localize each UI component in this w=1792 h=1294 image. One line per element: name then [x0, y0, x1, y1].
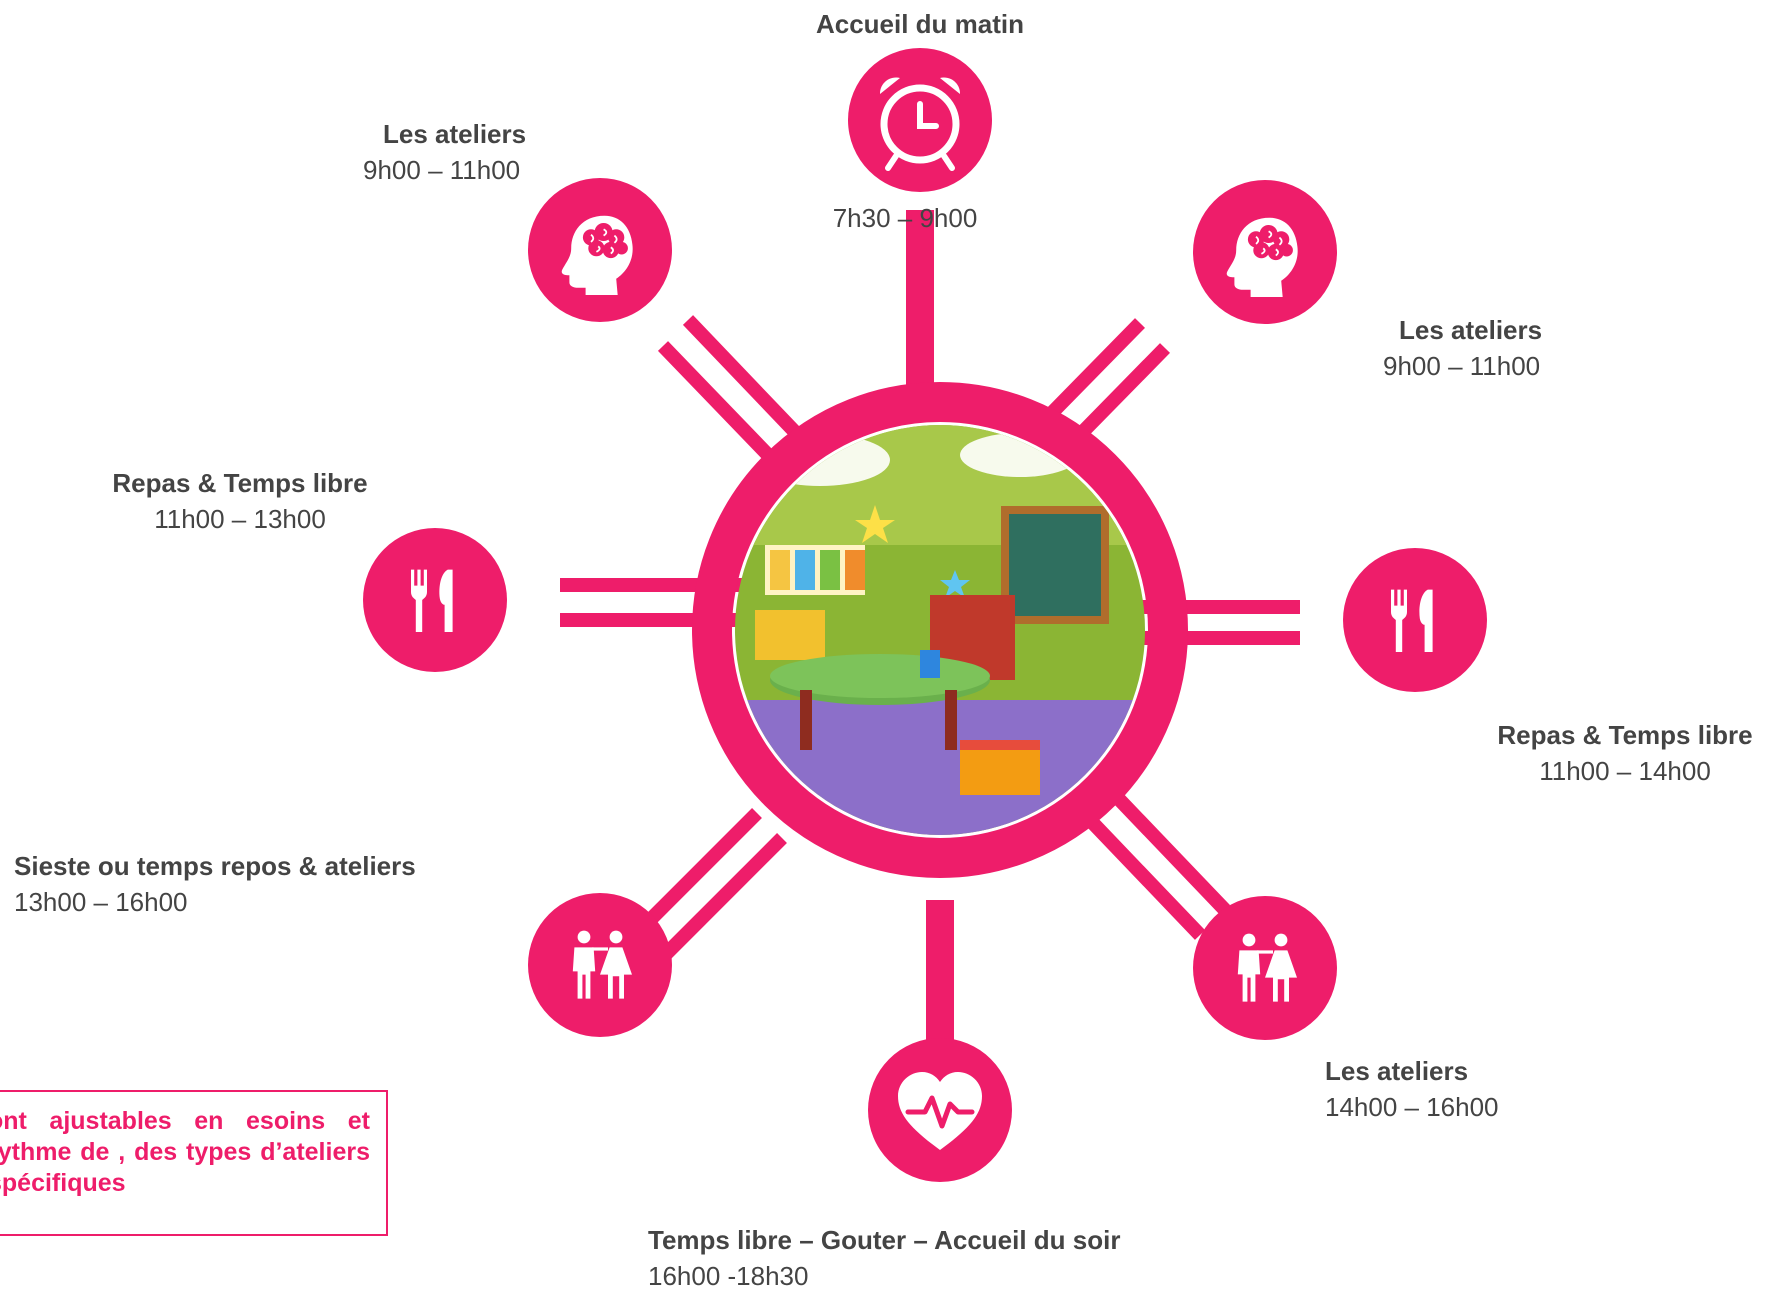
- label-ateliers-right: Les ateliers 9h00 – 11h00: [1383, 312, 1613, 384]
- label-repas-right: Repas & Temps libre 11h00 – 14h00: [1465, 717, 1785, 789]
- node-title: Les ateliers: [1399, 315, 1543, 345]
- label-temps-libre: Temps libre – Gouter – Accueil du soir 1…: [648, 1222, 1248, 1294]
- node-temps-libre: [868, 1038, 1012, 1182]
- label-accueil-matin: Accueil du matin: [770, 6, 1070, 42]
- time-accueil-matin: 7h30 – 9h00: [800, 200, 1010, 236]
- node-sieste: [528, 893, 672, 1037]
- label-sieste: Sieste ou temps repos & ateliers 13h00 –…: [14, 848, 534, 920]
- node-time: 9h00 – 11h00: [1383, 351, 1541, 381]
- node-ateliers-left: [528, 178, 672, 322]
- node-repas-right: [1343, 548, 1487, 692]
- node-title: Sieste ou temps repos & ateliers: [14, 851, 416, 881]
- alarm-clock-icon: [879, 77, 961, 171]
- node-title: Les ateliers: [1325, 1056, 1469, 1086]
- node-title: Les ateliers: [383, 119, 527, 149]
- node-title: Repas & Temps libre: [112, 468, 368, 498]
- node-title: Accueil du matin: [815, 9, 1025, 39]
- label-ateliers-left: Les ateliers 9h00 – 11h00: [363, 116, 593, 188]
- node-accueil-matin: [848, 48, 992, 192]
- node-time: 11h00 – 14h00: [1539, 756, 1711, 786]
- node-time: 14h00 – 16h00: [1325, 1092, 1499, 1122]
- node-ateliers-bottom: [1193, 896, 1337, 1040]
- node-ateliers-right: [1193, 180, 1337, 324]
- node-time: 13h00 – 16h00: [14, 887, 188, 917]
- node-repas-left: [363, 528, 507, 672]
- note-box: ont ajustables en esoins et rythme de , …: [0, 1090, 388, 1236]
- node-time: 9h00 – 11h00: [363, 155, 521, 185]
- center-image: [692, 382, 1188, 878]
- heart-pulse-icon: [898, 1072, 982, 1150]
- label-ateliers-bottom: Les ateliers 14h00 – 16h00: [1325, 1053, 1585, 1125]
- node-time: 7h30 – 9h00: [832, 203, 978, 233]
- node-time: 16h00 -18h30: [648, 1261, 809, 1291]
- label-repas-left: Repas & Temps libre 11h00 – 13h00: [80, 465, 400, 537]
- node-time: 11h00 – 13h00: [154, 504, 326, 534]
- node-title: Temps libre – Gouter – Accueil du soir: [648, 1225, 1121, 1255]
- note-text: ont ajustables en esoins et rythme de , …: [0, 1107, 370, 1197]
- node-title: Repas & Temps libre: [1497, 720, 1753, 750]
- connector-lines: [560, 210, 1300, 1050]
